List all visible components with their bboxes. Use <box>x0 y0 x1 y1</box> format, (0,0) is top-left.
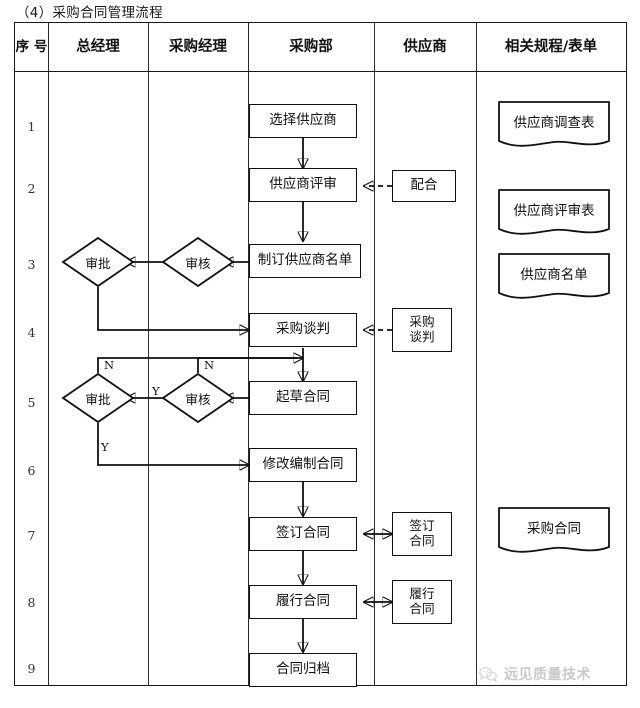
watermark: 远见质量技术 <box>478 664 591 684</box>
branch-label-check2-no: N <box>204 358 215 372</box>
page-title: （4）采购合同管理流程 <box>16 5 163 21</box>
row-number-4: 4 <box>27 325 36 340</box>
row-number-2: 2 <box>27 181 36 196</box>
node-draft-contract[interactable]: 起草合同 <box>249 381 357 415</box>
node-select-supplier[interactable]: 选择供应商 <box>249 104 357 138</box>
row-number-3: 3 <box>27 257 36 272</box>
document-supplier-review-form[interactable]: 供应商评审表 <box>497 188 611 240</box>
column-header-docs: 相关规程/表单 <box>504 38 598 55</box>
node-supplier-negotiation[interactable]: 采购 谈判 <box>392 308 452 352</box>
node-make-supplier-list[interactable]: 制订供应商名单 <box>249 244 361 278</box>
watermark-text: 远见质量技术 <box>504 667 591 683</box>
branch-label-approve2-no: N <box>104 358 115 372</box>
row-number-6: 6 <box>27 463 36 478</box>
node-archive-contract[interactable]: 合同归档 <box>249 653 357 687</box>
wechat-icon <box>479 667 498 682</box>
row-number-7: 7 <box>27 528 36 543</box>
node-supplier-perform-contract[interactable]: 履行 合同 <box>392 580 452 624</box>
column-divider-2 <box>148 23 149 685</box>
decision-approve-1[interactable]: 审批 <box>61 236 135 288</box>
decision-check-2[interactable]: 审核 <box>161 372 235 424</box>
row-number-9: 9 <box>27 661 36 676</box>
decision-check-1[interactable]: 审核 <box>161 236 235 288</box>
node-revise-contract[interactable]: 修改编制合同 <box>249 448 357 482</box>
column-divider-1 <box>48 23 49 685</box>
header-divider <box>15 71 626 72</box>
node-perform-contract[interactable]: 履行合同 <box>249 585 357 619</box>
branch-label-check2-yes: Y <box>152 384 160 398</box>
node-supplier-cooperate[interactable]: 配合 <box>392 170 456 202</box>
node-sign-contract[interactable]: 签订合同 <box>249 517 357 551</box>
branch-label-approve2-yes: Y <box>101 440 109 454</box>
column-divider-3 <box>248 23 249 685</box>
row-number-5: 5 <box>27 395 36 410</box>
column-header-supplier: 供应商 <box>403 38 447 55</box>
row-number-1: 1 <box>27 119 36 134</box>
node-purchase-negotiation[interactable]: 采购谈判 <box>249 313 357 347</box>
column-header-pm: 采购经理 <box>169 38 227 55</box>
decision-approve-2[interactable]: 审批 <box>61 372 135 424</box>
row-number-8: 8 <box>27 595 36 610</box>
column-header-seq: 序 号 <box>15 38 48 55</box>
flowchart-table: 序 号 总经理 采购经理 采购部 供应商 相关规程/表单 1 2 3 4 5 6… <box>14 22 627 686</box>
document-supplier-list[interactable]: 供应商名单 <box>497 252 611 304</box>
document-supplier-survey-form[interactable]: 供应商调查表 <box>497 100 611 152</box>
column-header-dept: 采购部 <box>289 38 333 55</box>
column-divider-4 <box>374 23 375 685</box>
node-supplier-review[interactable]: 供应商评审 <box>249 168 357 202</box>
node-supplier-sign-contract[interactable]: 签订 合同 <box>392 512 452 556</box>
column-header-gm: 总经理 <box>76 38 120 55</box>
document-purchase-contract[interactable]: 采购合同 <box>497 506 611 558</box>
column-divider-5 <box>476 23 477 685</box>
